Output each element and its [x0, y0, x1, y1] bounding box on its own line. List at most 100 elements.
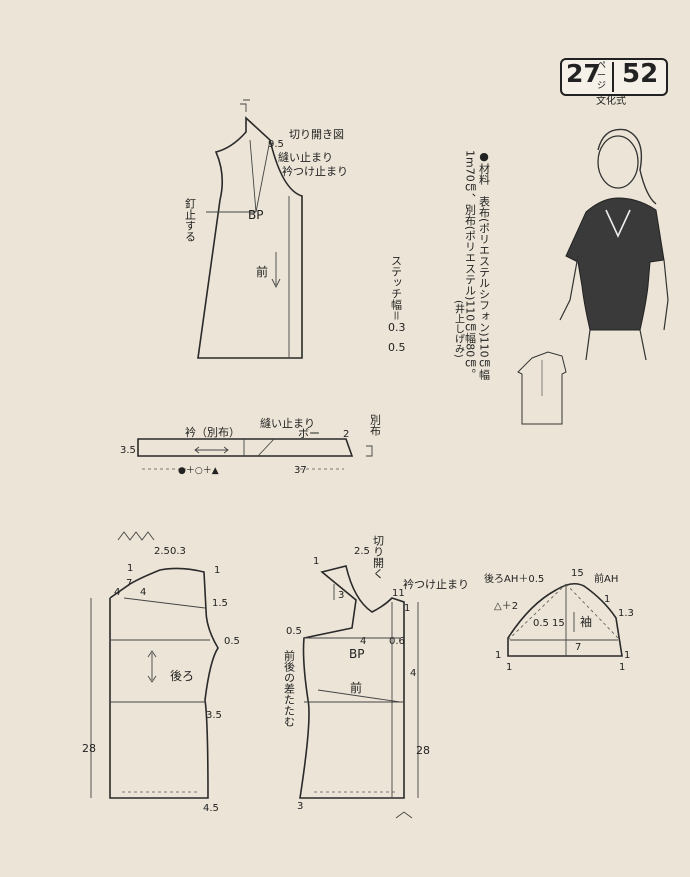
front-collar-attach-stop: 衿つけ止まり	[403, 577, 469, 591]
model-blouse	[565, 197, 665, 331]
front-label: 前	[350, 680, 362, 695]
fold-mark	[240, 99, 250, 112]
back-dim-45: 4.5	[203, 803, 219, 814]
back-dim-25: 2.5	[154, 546, 170, 557]
model-hair	[597, 128, 657, 205]
back-label: 後ろ	[170, 669, 194, 683]
front-bodice: 1 2.5 3 11 1 0.5 4 0.6 4 28 3 BP 前 衿つけ止ま…	[286, 546, 469, 819]
back-yoke-line	[123, 597, 206, 609]
front-dim-25: 2.5	[354, 546, 370, 557]
sleeve: 後ろAH＋0.5 前AH 15 15 △＋2 0.5 1 1.3 7 1 1 1…	[484, 568, 634, 673]
collar-strip: 3.5 衿（別布） 縫い止まり ボー 2 ●＋○＋▲ 37	[120, 416, 373, 476]
stitch-stop-mark	[257, 438, 275, 457]
sleeve-dim-13: 1.3	[618, 608, 634, 619]
drafting-method: 文化式	[596, 96, 626, 107]
tack-label: 釘止する	[183, 198, 197, 242]
materials-bullet: ●	[477, 150, 491, 163]
materials-line1: 材料 表布(ポリエステルシフォン)110㎝幅	[477, 163, 491, 380]
collar-dim-35: 3.5	[120, 445, 136, 456]
front-dim-1: 1	[313, 556, 319, 567]
front-dim-11: 11	[392, 588, 405, 599]
cut-open-label: 切り開く	[371, 535, 385, 579]
back-dim-7: 7	[126, 578, 132, 589]
designer-credit: (井上しげみ)	[452, 300, 464, 358]
front-dim-06: 0.6	[389, 636, 405, 647]
model-bow	[605, 209, 631, 238]
back-dim-05: 0.5	[224, 636, 240, 647]
model-skirt	[585, 329, 647, 361]
cut-open-front-diagram: 9.5 切り開き図 縫い止まり 衿つけ止まり BP 前	[197, 99, 348, 359]
sleeve-dim-1bl: 1	[506, 662, 512, 673]
front-label: 前	[256, 264, 268, 279]
grain-arrow-head	[271, 278, 281, 289]
back-dim-03: 0.3	[170, 546, 186, 557]
back-grain-heads	[147, 650, 157, 683]
collar-formula: ●＋○＋▲	[178, 465, 219, 476]
sleeve-dim-2: △＋2	[494, 601, 518, 612]
blouse-back-view	[517, 351, 567, 425]
designer-credit-wrap: (井上しげみ)	[452, 300, 464, 380]
model-arms	[559, 255, 669, 331]
sleeve-label: 袖	[580, 614, 592, 629]
sleeve-dim-15b: 15	[552, 618, 565, 629]
front-tuck-line	[317, 689, 401, 703]
collar-outline	[137, 438, 354, 457]
back-dim-4b: 4	[140, 587, 146, 598]
back-bodice: 2.5 0.3 1 1 7 4 4 1.5 0.5 3.5 28 4.5 後ろ	[82, 531, 240, 814]
back-outline	[109, 567, 219, 799]
front-dim-4a: 4	[360, 636, 366, 647]
separate-cloth-mark	[366, 445, 373, 457]
badge-divider	[612, 62, 614, 92]
back-dim-15: 1.5	[212, 598, 228, 609]
sleeve-dim-1: 1	[604, 594, 610, 605]
sleeve-dim-1br: 1	[619, 662, 625, 673]
cut-line	[249, 139, 257, 213]
cut-line-2	[255, 139, 271, 213]
back-dim-35: 3.5	[206, 710, 222, 721]
sleeve-dim-1r: 1	[624, 650, 630, 661]
stitch-stop-label: 縫い止まり	[278, 150, 333, 164]
model-head	[597, 135, 639, 189]
collar-dim-2: 2	[343, 429, 349, 440]
materials-text: ●材料 表布(ポリエステルシフォン)110㎝幅	[477, 150, 491, 380]
front-bp-label: BP	[349, 647, 364, 661]
tuck-diff-label: 前後の差たたむ	[282, 650, 296, 727]
sleeve-back-ah: 後ろAH＋0.5	[484, 572, 544, 585]
sleeve-outline	[507, 582, 623, 657]
pattern-number: 52	[622, 59, 659, 89]
front-bottom-mark	[395, 811, 413, 819]
model-illustration	[517, 128, 669, 425]
back-dim-1a: 1	[127, 563, 133, 574]
back-tuck-marks	[117, 531, 155, 541]
front-dim-05: 0.5	[286, 626, 302, 637]
dim-95: 9.5	[268, 139, 284, 150]
front-outline	[197, 116, 303, 359]
sleeve-dim-15a: 15	[571, 568, 584, 579]
sleeve-back-diag	[507, 583, 567, 641]
materials-line2-wrap: 1m70㎝、別布(ポリエステル)110㎝幅80㎝。	[463, 150, 477, 380]
back-dim-28: 28	[82, 742, 96, 755]
front-dim-3b: 3	[297, 801, 303, 812]
front-dim-3: 3	[338, 590, 344, 601]
collar-stitch-stop-label: 縫い止まり	[260, 416, 315, 430]
front-dim-28: 28	[416, 744, 430, 757]
collar-label: 衿（別布）	[185, 425, 240, 439]
materials-line2: 1m70㎝、別布(ポリエステル)110㎝幅80㎝。	[463, 150, 477, 380]
bow-label: ボー	[298, 427, 320, 440]
stitch-width-label: ステッチ幅＝	[389, 255, 403, 321]
sleeve-front-diag	[565, 583, 621, 641]
front-dim-1b: 1	[404, 603, 410, 614]
sleeve-dim-1l: 1	[495, 650, 501, 661]
separate-cloth-label: 別布	[368, 414, 382, 436]
stitch-width-values: 0.3 0.5	[388, 321, 406, 354]
front-outline	[299, 565, 405, 799]
page-number-badge: 27 ページ 52	[560, 58, 668, 96]
bp-label: BP	[248, 208, 263, 222]
sleeve-dim-7: 7	[575, 642, 581, 653]
collar-grain-heads	[194, 446, 229, 454]
page-label-number: 27	[566, 59, 601, 88]
back-dim-4a: 4	[114, 587, 120, 598]
sleeve-dim-05: 0.5	[533, 618, 549, 629]
